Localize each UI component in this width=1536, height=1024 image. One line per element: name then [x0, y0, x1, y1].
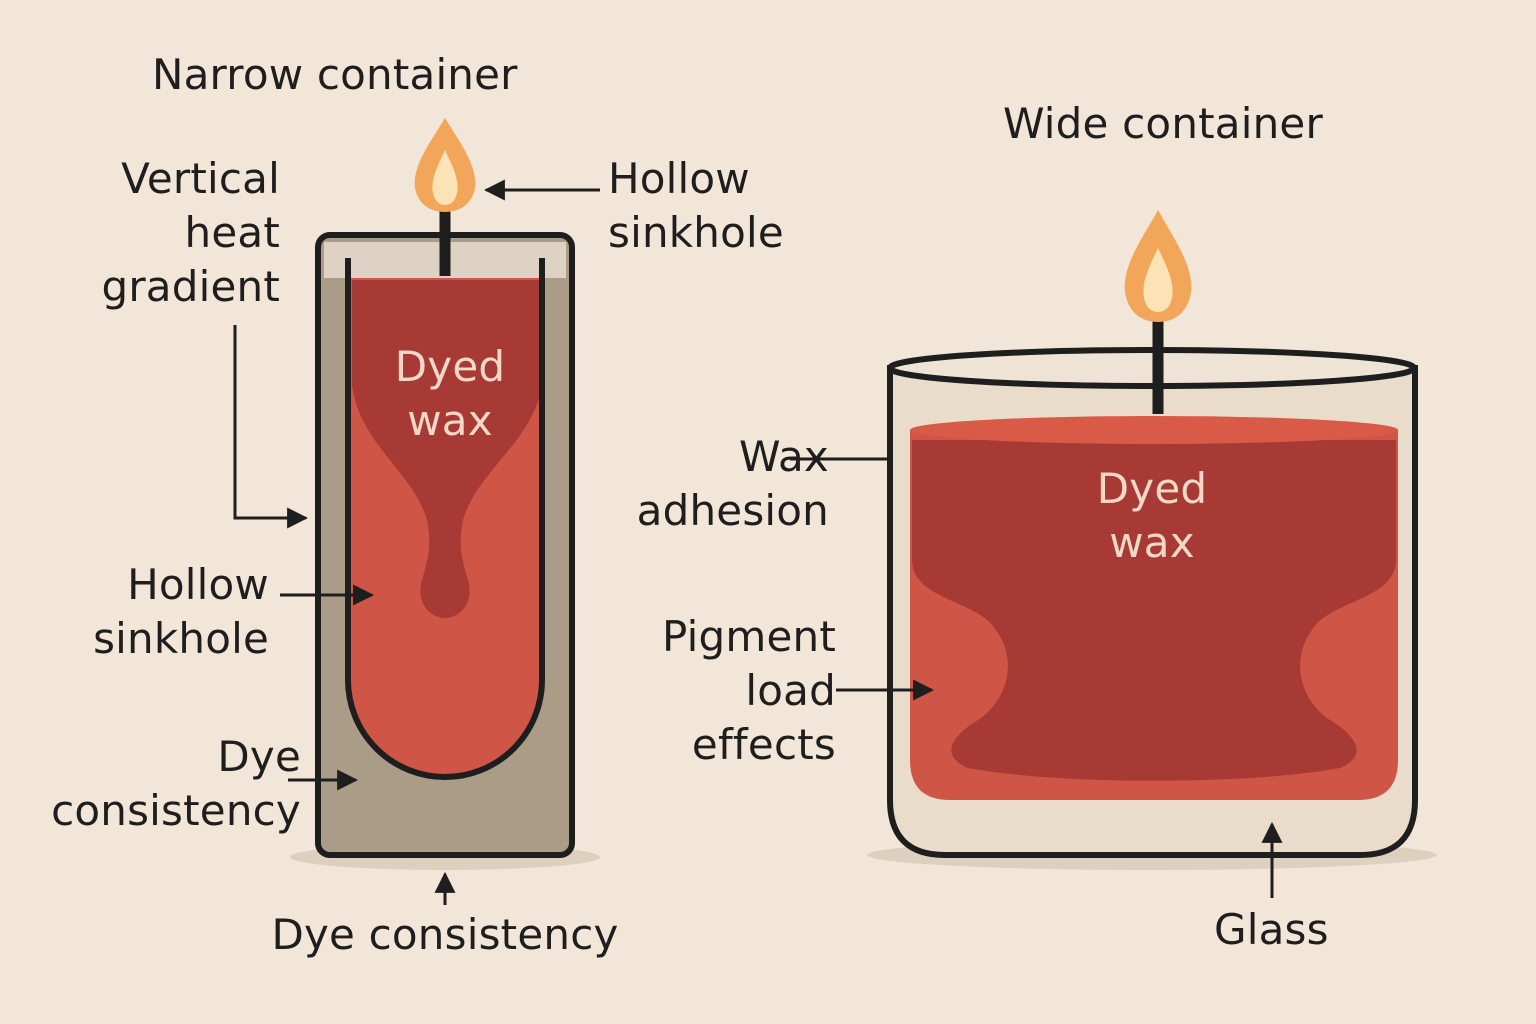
dye-consistency-bottom-label: Dye consistency	[271, 910, 619, 959]
wide-dark-wax-region	[912, 440, 1396, 781]
pigment-load-effects-label: Pigment load effects	[662, 612, 836, 769]
glass-label: Glass	[1214, 905, 1329, 954]
hollow-sinkhole-top-label: Hollow sinkhole	[608, 154, 784, 257]
wax-adhesion-label: Wax adhesion	[636, 432, 829, 535]
narrow-inner-liner	[345, 258, 545, 780]
narrow-dyed-wax-label: Dyed wax	[394, 342, 506, 445]
narrow-flame-core	[432, 150, 458, 205]
wide-wax-surface	[910, 416, 1398, 444]
arrow-vertical-heat-gradient	[233, 325, 309, 529]
vertical-heat-gradient-label: Vertical heat gradient	[101, 154, 280, 311]
dye-consistency-left-label: Dye consistency	[51, 732, 301, 835]
wide-flame-core	[1143, 248, 1173, 312]
wide-candle	[867, 210, 1437, 870]
narrow-container-title: Narrow container	[152, 50, 518, 99]
wide-glass-rim	[887, 347, 1417, 389]
wide-dyed-wax-label: Dyed wax	[1096, 464, 1208, 567]
wide-container-title: Wide container	[1003, 99, 1323, 148]
hollow-sinkhole-left-label: Hollow sinkhole	[93, 560, 269, 663]
narrow-annotations	[233, 179, 600, 905]
narrow-candle	[290, 118, 600, 870]
narrow-dark-wax-region	[352, 280, 543, 618]
wide-annotations	[790, 457, 1283, 898]
